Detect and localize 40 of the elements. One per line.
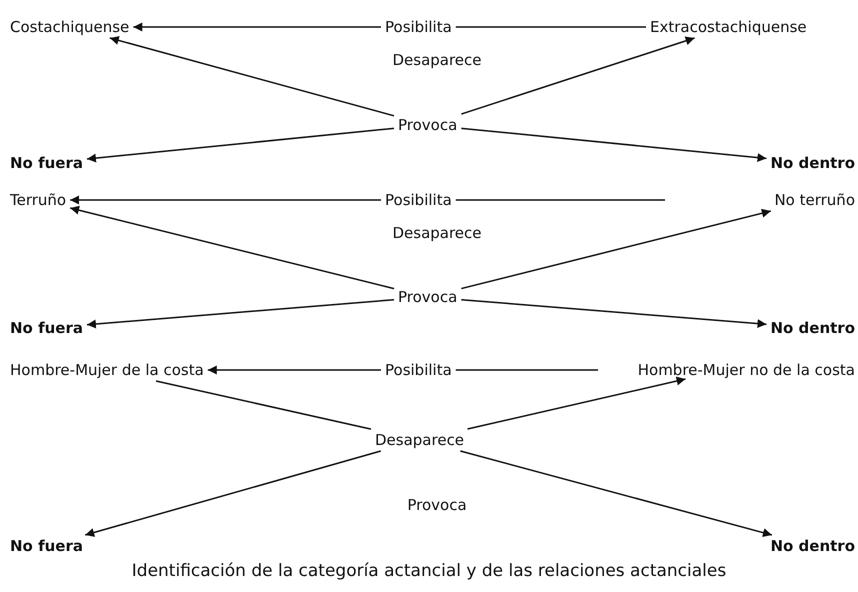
arrow <box>461 208 772 290</box>
node-label: Provoca <box>398 288 458 306</box>
connector-line <box>456 26 646 28</box>
arrow <box>467 376 686 430</box>
node-label: Posibilita <box>385 18 452 36</box>
node-label: No dentro <box>770 537 855 555</box>
node-label: Extracostachiquense <box>650 18 807 36</box>
arrow <box>85 450 382 537</box>
arrow <box>86 128 394 163</box>
node-label: Posibilita <box>385 191 452 209</box>
relation-label: Desaparece <box>392 224 482 242</box>
node-label: Hombre-Mujer no de la costa <box>612 355 855 385</box>
node-label: No fuera <box>10 319 83 337</box>
relation-label: Provoca <box>407 496 467 514</box>
arrow <box>461 298 767 328</box>
arrow <box>461 36 695 115</box>
node-label: Posibilita <box>385 361 452 379</box>
relation-label: Desaparece <box>392 51 482 69</box>
connector-line <box>456 369 598 371</box>
node-label: No fuera <box>10 537 83 555</box>
node-label: No terruño <box>774 191 855 209</box>
arrow <box>110 36 394 117</box>
connector-line <box>456 199 665 201</box>
node-label: Hombre-Mujer de la costa <box>10 361 204 379</box>
connector-line <box>156 380 372 430</box>
arrow <box>461 128 767 162</box>
arrow <box>86 298 394 328</box>
node-label: Terruño <box>10 191 66 209</box>
arrow <box>133 22 381 32</box>
node-label: No dentro <box>770 319 855 337</box>
node-label: Costachiquense <box>10 18 130 36</box>
arrow <box>70 206 394 290</box>
node-label: Provoca <box>398 116 458 134</box>
arrow <box>70 196 381 204</box>
arrow <box>208 366 381 374</box>
node-label: Desaparece <box>375 431 464 449</box>
arrow <box>460 450 772 537</box>
caption: Identificación de la categoría actancial y de las relaciones actanciales <box>130 561 728 581</box>
node-label: No fuera <box>10 154 83 172</box>
node-label: No dentro <box>770 154 855 172</box>
